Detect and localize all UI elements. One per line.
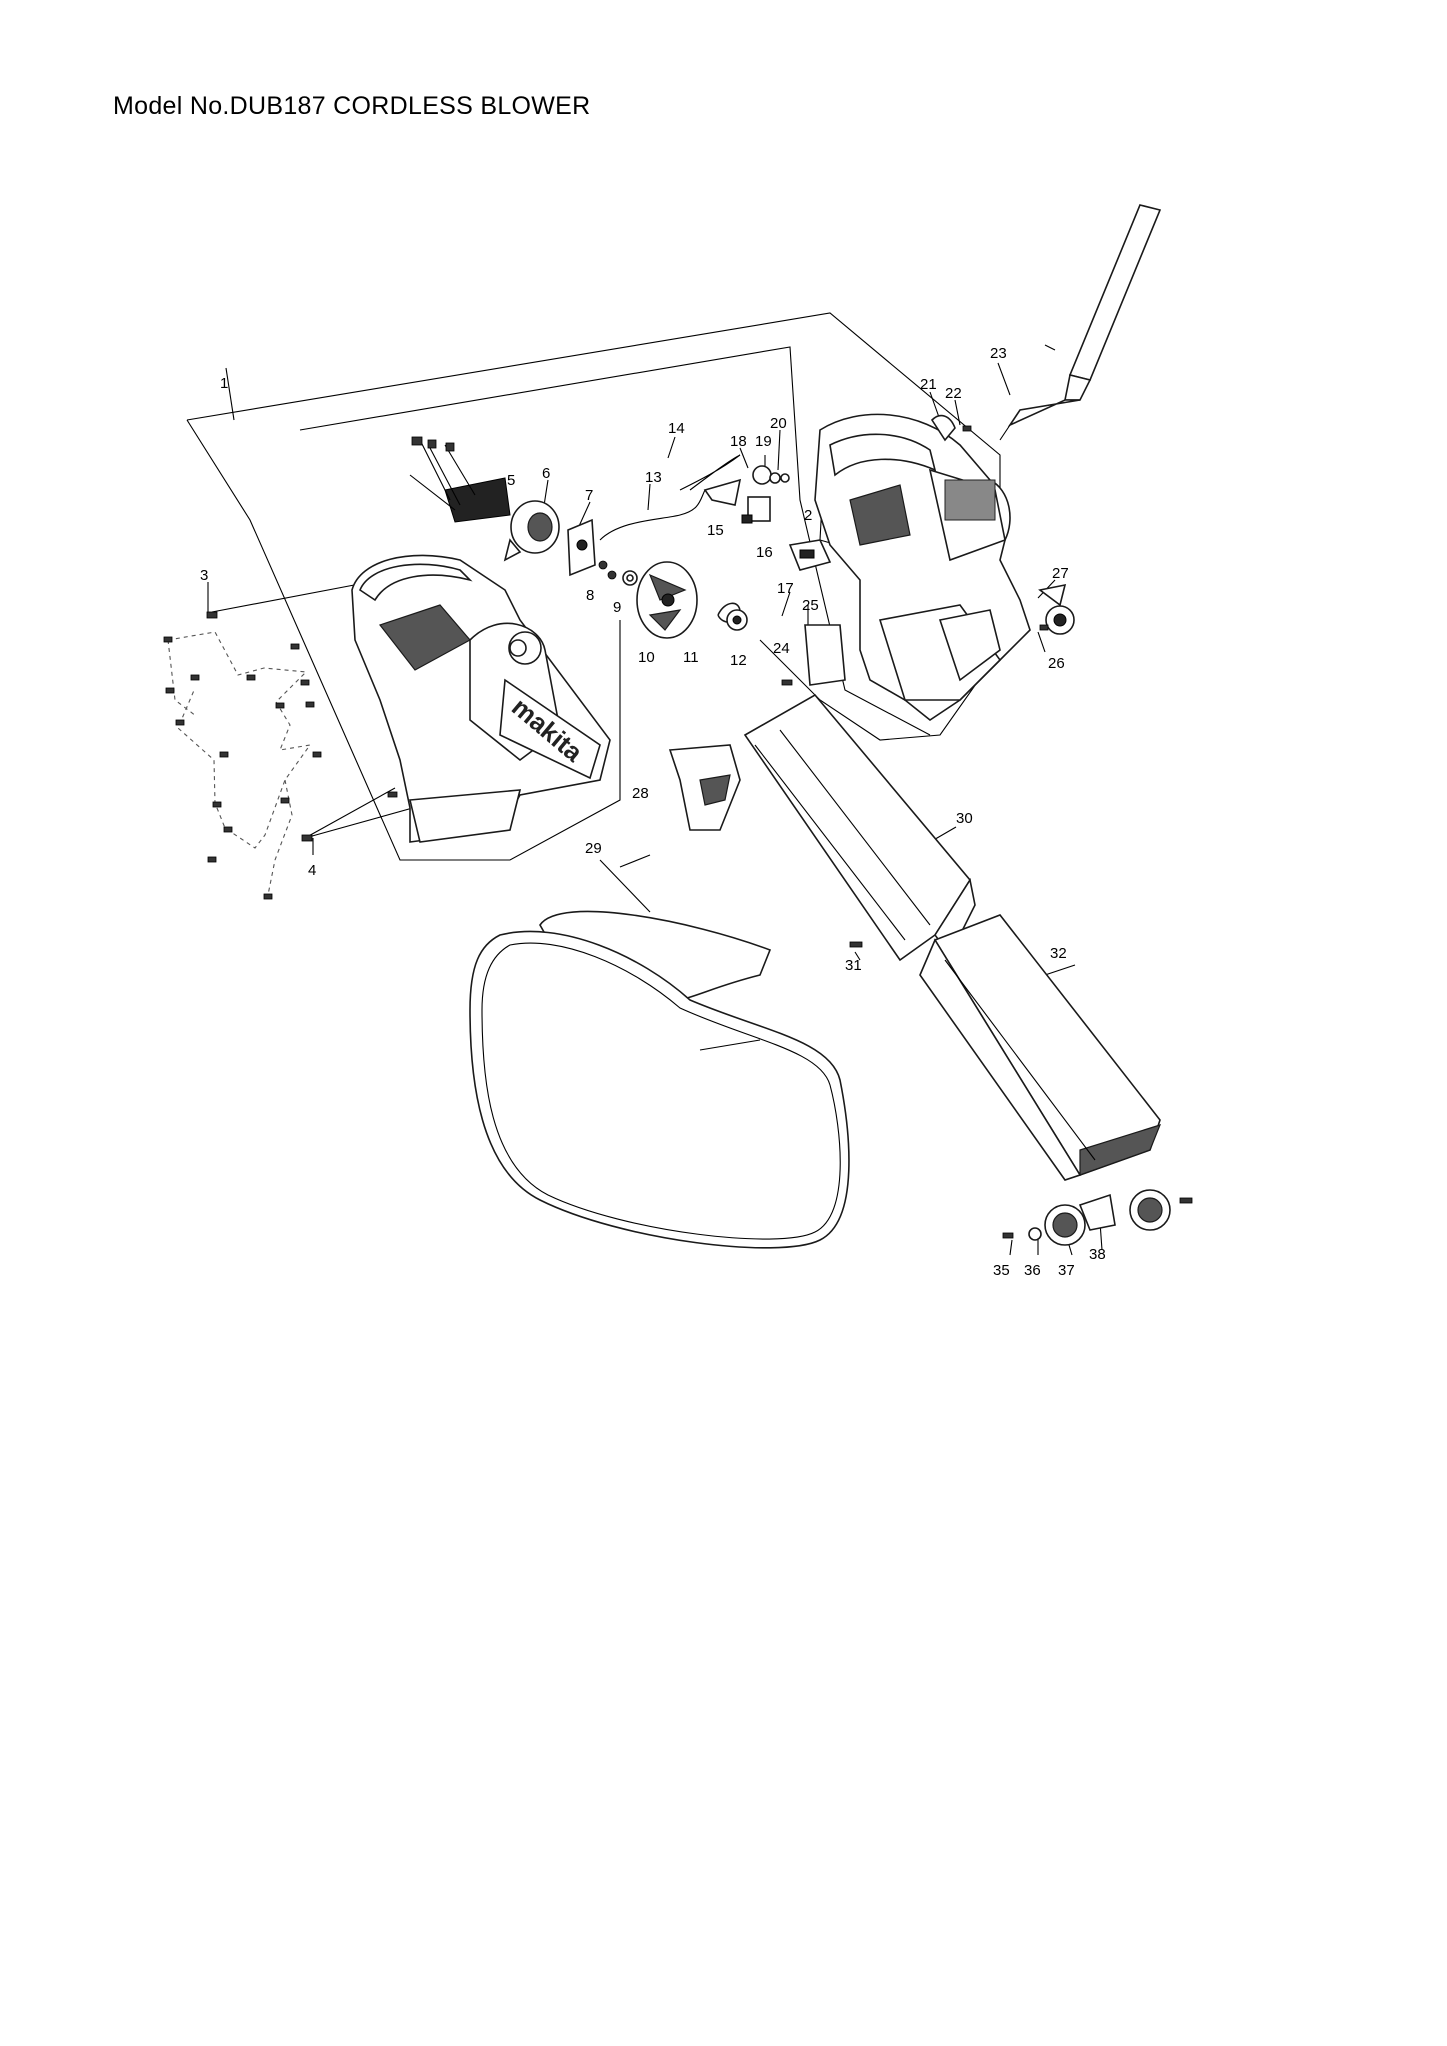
callout-11: 11 <box>683 649 699 666</box>
part-10-fan <box>636 561 698 639</box>
part-17-switch-board <box>788 539 832 571</box>
part-24-25 <box>781 624 846 686</box>
part-35-36-37-38-wheels <box>1002 1189 1193 1246</box>
callout-27: 27 <box>1052 565 1069 582</box>
screw <box>290 643 300 650</box>
screws-group <box>163 611 398 900</box>
part-6-motor <box>503 500 560 562</box>
callout-labels: 1 2 3 4 5 6 7 8 9 10 11 12 13 14 15 16 1… <box>200 345 1106 1279</box>
screw <box>387 791 398 798</box>
screw <box>190 674 200 681</box>
screw-3 <box>206 611 218 619</box>
callout-26: 26 <box>1048 655 1065 672</box>
callout-4: 4 <box>308 862 316 879</box>
part-13-14-wires <box>599 454 741 541</box>
callout-13: 13 <box>645 469 662 486</box>
screw-4 <box>301 834 313 842</box>
screw <box>300 679 310 686</box>
callout-36: 36 <box>1024 1262 1041 1279</box>
callout-21: 21 <box>920 376 937 393</box>
callout-18: 18 <box>730 433 747 450</box>
part-5-battery <box>409 436 511 523</box>
callout-19: 19 <box>755 433 772 450</box>
callout-20: 20 <box>770 415 787 432</box>
callout-5: 5 <box>507 472 515 489</box>
callout-16: 16 <box>756 544 773 561</box>
screw <box>163 636 173 643</box>
part-29-dust-bag <box>469 910 850 1249</box>
callout-7: 7 <box>585 487 593 504</box>
assembly-outline-1 <box>186 312 1001 861</box>
screw <box>312 751 322 758</box>
part-23-tube <box>999 204 1162 441</box>
callout-9: 9 <box>613 599 621 616</box>
callout-3: 3 <box>200 567 208 584</box>
screw <box>305 701 315 708</box>
part-21-22 <box>930 414 972 442</box>
part-8-9-washers <box>598 560 638 586</box>
callout-24: 24 <box>773 640 790 657</box>
callout-8: 8 <box>586 587 594 604</box>
part-26-27 <box>1038 583 1075 635</box>
part-32-nozzle <box>919 914 1162 1181</box>
screw <box>223 826 233 833</box>
callout-30: 30 <box>956 810 973 827</box>
part-28-adapter <box>668 744 741 831</box>
housing-left: makita <box>351 554 611 843</box>
callout-25: 25 <box>802 597 819 614</box>
callout-23: 23 <box>990 345 1007 362</box>
callout-15: 15 <box>707 522 724 539</box>
screw <box>263 893 273 900</box>
part-31-screw <box>849 941 863 948</box>
callout-12: 12 <box>730 652 747 669</box>
housing-right <box>814 413 1031 721</box>
callout-28: 28 <box>632 785 649 802</box>
callout-29: 29 <box>585 840 602 857</box>
callout-14: 14 <box>668 420 685 437</box>
page-title: Model No.DUB187 CORDLESS BLOWER <box>113 92 591 120</box>
screw-dash-paths <box>167 631 312 896</box>
callout-1: 1 <box>220 375 228 392</box>
callout-10: 10 <box>638 649 655 666</box>
screw <box>175 719 185 726</box>
callout-2: 2 <box>804 507 812 524</box>
callout-35: 35 <box>993 1262 1010 1279</box>
screw <box>246 674 256 681</box>
part-16-switch <box>741 496 771 524</box>
callout-6: 6 <box>542 465 550 482</box>
screw <box>219 751 229 758</box>
callout-38: 38 <box>1089 1246 1106 1263</box>
callout-31: 31 <box>845 957 862 974</box>
screw <box>212 801 222 808</box>
part-15-switch-lever <box>703 478 742 506</box>
callout-17: 17 <box>777 580 794 597</box>
callout-22: 22 <box>945 385 962 402</box>
callout-32: 32 <box>1050 945 1067 962</box>
screw <box>275 702 285 709</box>
part-7-plate <box>567 518 596 577</box>
screw <box>207 856 217 863</box>
part-18-19-20 <box>752 465 790 485</box>
screw <box>280 797 290 804</box>
screw <box>165 687 175 694</box>
callout-37: 37 <box>1058 1262 1075 1279</box>
part-11-12 <box>717 602 748 631</box>
